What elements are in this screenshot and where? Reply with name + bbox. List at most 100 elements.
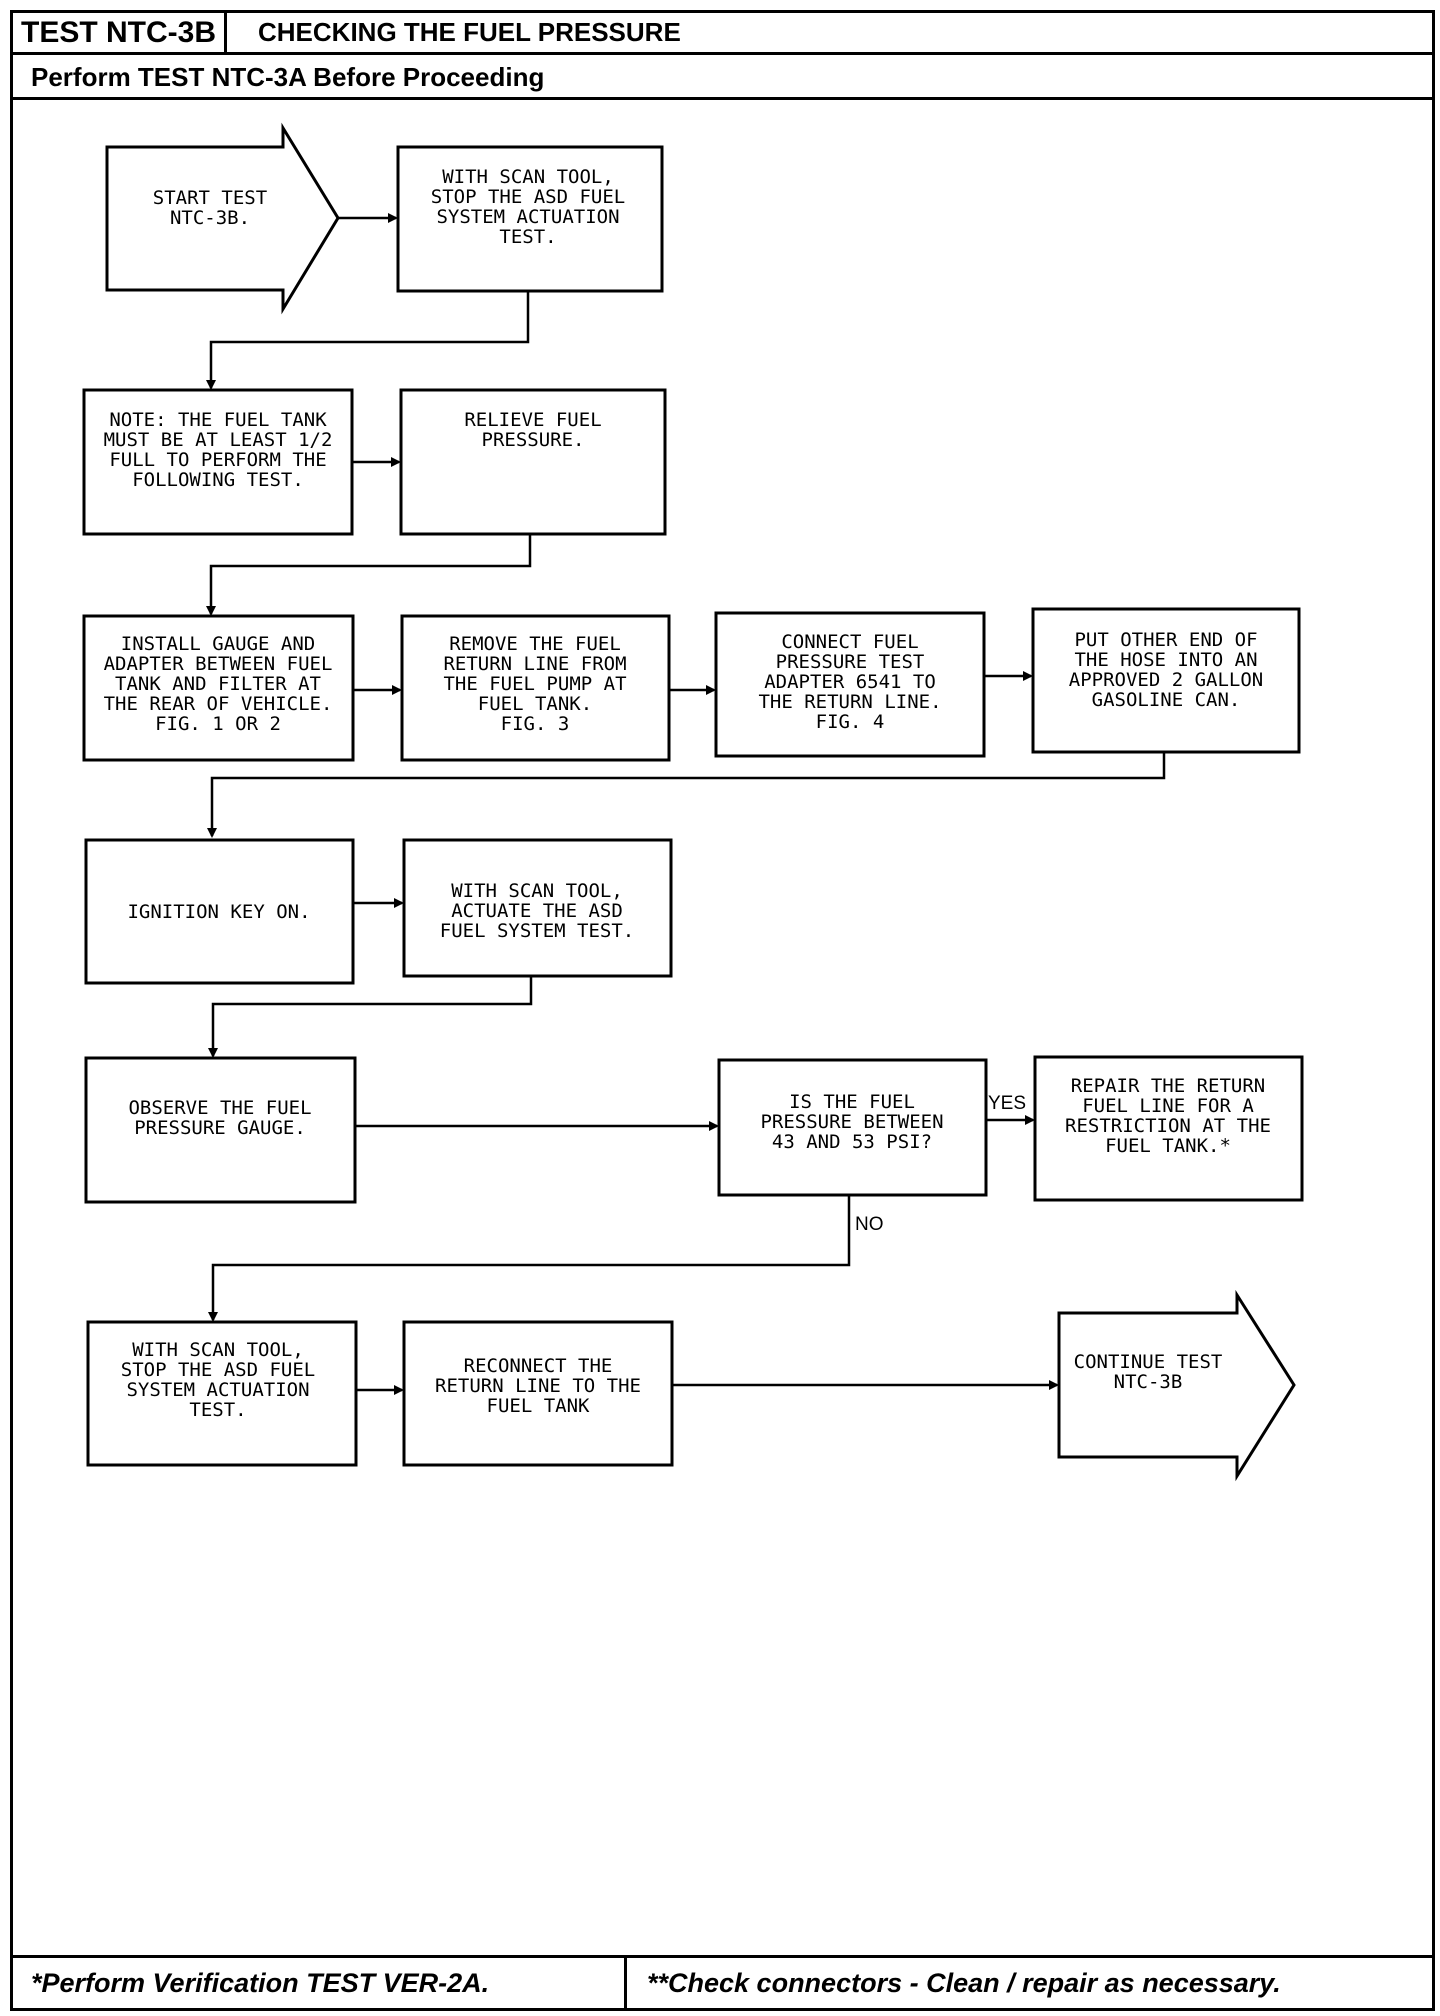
step-text-line: STOP THE ASD FUEL	[121, 1359, 315, 1381]
connector-no	[211, 1195, 851, 1320]
step-observe	[84, 1056, 357, 1204]
arrowhead	[706, 685, 716, 695]
step-text-line: THE FUEL PUMP AT	[443, 673, 626, 695]
step-text-line: FUEL TANK.	[478, 693, 592, 715]
step-text-line: RESTRICTION AT THE	[1065, 1115, 1271, 1137]
connector-actuate-to-observe	[211, 976, 533, 1056]
step-text-line: 43 AND 53 PSI?	[772, 1131, 932, 1153]
step-text-line: RECONNECT THE	[464, 1355, 613, 1377]
step-put-hose	[1031, 607, 1301, 754]
step-text-line: WITH SCAN TOOL,	[132, 1339, 304, 1361]
step-connect-adapter	[714, 611, 986, 758]
step-text-line: THE HOSE INTO AN	[1074, 649, 1257, 671]
step-text-line: FIG. 3	[501, 713, 570, 735]
arrowhead	[208, 1312, 218, 1322]
step-text-line: THE RETURN LINE.	[758, 691, 941, 713]
step-text-line: MUST BE AT LEAST 1/2	[104, 429, 333, 451]
arrowhead	[391, 457, 401, 467]
step-text-line: RELIEVE FUEL	[464, 409, 601, 431]
step-text-line: NTC-3B.	[170, 207, 250, 229]
arrowheads	[206, 213, 1059, 1395]
footer: *Perform Verification TEST VER-2A. **Che…	[13, 1955, 1432, 2008]
step-text-line: CONTINUE TEST	[1074, 1351, 1223, 1373]
connectors	[209, 216, 1166, 1392]
step-text-line: ADAPTER BETWEEN FUEL	[104, 653, 333, 675]
arrowhead	[1023, 671, 1033, 681]
step-ignition-text: IGNITION KEY ON.	[127, 901, 310, 923]
step-text-line: APPROVED 2 GALLON	[1069, 669, 1263, 691]
arrowhead	[1025, 1115, 1035, 1125]
step-text-line: REMOVE THE FUEL	[449, 633, 621, 655]
step-question	[717, 1058, 988, 1197]
step-text-line: FIG. 4	[816, 711, 885, 733]
connector-put-to-ignition	[210, 748, 1166, 836]
step-repair	[1033, 1055, 1304, 1202]
test-id: TEST NTC-3B	[13, 13, 227, 52]
step-text-line: ACTUATE THE ASD	[451, 900, 623, 922]
footer-note-right: **Check connectors - Clean / repair as n…	[647, 1968, 1281, 1998]
arrowhead	[208, 1048, 218, 1058]
continue-arrow	[1057, 1289, 1296, 1482]
step-text-line: START TEST	[153, 187, 267, 209]
step-text-line: ADAPTER 6541 TO	[764, 671, 936, 693]
flowchart-page: TEST NTC-3B CHECKING THE FUEL PRESSURE P…	[10, 10, 1435, 2011]
step-text-line: FIG. 1 OR 2	[155, 713, 281, 735]
step-ignition	[84, 838, 355, 985]
step-text-line: OBSERVE THE FUEL	[128, 1097, 311, 1119]
step-stop-asd	[396, 145, 664, 293]
step-text-line: CONNECT FUEL	[781, 631, 918, 653]
step-text-line: RETURN LINE FROM	[443, 653, 626, 675]
step-text-line: GASOLINE CAN.	[1092, 689, 1241, 711]
arrowhead	[207, 828, 217, 838]
arrowhead	[206, 380, 216, 390]
step-text-line: FUEL TANK	[487, 1395, 591, 1417]
step-actuate	[402, 838, 673, 978]
arrowhead	[709, 1121, 719, 1131]
arrowhead	[394, 1385, 404, 1395]
step-text-line: PRESSURE.	[482, 429, 585, 451]
step-text-line: FUEL TANK.*	[1105, 1135, 1231, 1157]
step-reconnect	[402, 1320, 674, 1467]
step-text-line: INSTALL GAUGE AND	[121, 633, 315, 655]
step-text-line: SYSTEM ACTUATION	[126, 1379, 309, 1401]
start-arrow	[105, 122, 340, 315]
yes-label: YES	[988, 1093, 1026, 1114]
page-title: CHECKING THE FUEL PRESSURE	[258, 17, 681, 47]
step-text-line: TEST.	[189, 1399, 246, 1421]
footer-note-left: *Perform Verification TEST VER-2A.	[13, 1958, 627, 2008]
step-note	[82, 388, 354, 536]
step-text-line: FOLLOWING TEST.	[132, 469, 304, 491]
page-subtitle: Perform TEST NTC-3A Before Proceeding	[13, 55, 1432, 100]
step-text-line: STOP THE ASD FUEL	[431, 186, 625, 208]
step-text-line: NTC-3B	[1114, 1371, 1183, 1393]
step-install-gauge	[82, 614, 355, 762]
step-text-line: RETURN LINE TO THE	[435, 1375, 641, 1397]
step-stop-asd-2	[86, 1320, 358, 1467]
step-text-line: TANK AND FILTER AT	[115, 673, 321, 695]
step-text-line: WITH SCAN TOOL,	[451, 880, 623, 902]
step-text-line: IGNITION KEY ON.	[127, 901, 310, 923]
arrowhead	[388, 213, 398, 223]
step-text-line: IS THE FUEL	[789, 1091, 915, 1113]
step-text-line: PRESSURE GAUGE.	[134, 1117, 306, 1139]
arrowhead	[1049, 1380, 1059, 1390]
step-text-line: SYSTEM ACTUATION	[436, 206, 619, 228]
connector-stop-to-note	[209, 292, 530, 388]
arrowhead	[394, 898, 404, 908]
arrowhead	[392, 685, 402, 695]
